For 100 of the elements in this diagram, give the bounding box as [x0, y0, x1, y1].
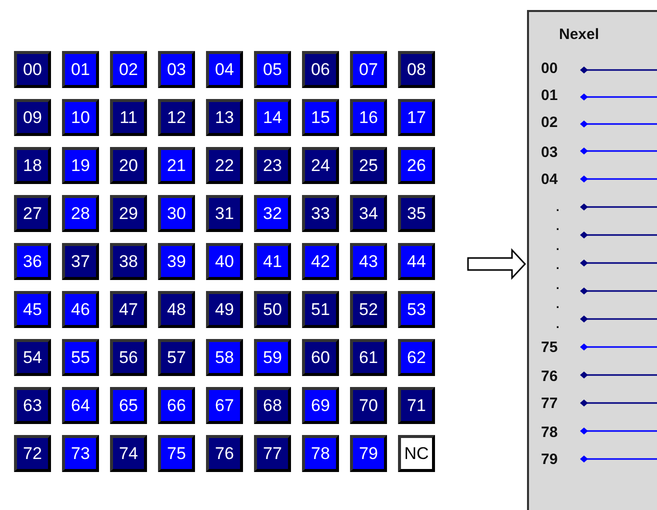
pixel-tile: 43 [350, 243, 387, 280]
pixel-tile: 39 [158, 243, 195, 280]
pixel-tile: 05 [254, 51, 291, 88]
pixel-tile: 66 [158, 387, 195, 424]
pixel-tile: 69 [302, 387, 339, 424]
pixel-tile: 41 [254, 243, 291, 280]
pin-number: 79 [541, 451, 558, 468]
pixel-tile: 75 [158, 435, 195, 472]
pixel-tile: 27 [14, 195, 51, 232]
pin-number: 75 [541, 339, 558, 356]
pixel-tile: 54 [14, 339, 51, 376]
hollow-arrow [467, 248, 526, 280]
pixel-tile: 02 [110, 51, 147, 88]
pixel-tile: 01 [62, 51, 99, 88]
pixel-tile: 47 [110, 291, 147, 328]
ellipsis-dot: . [556, 297, 560, 311]
ellipsis-dot: . [556, 317, 560, 331]
pixel-tile: 17 [398, 99, 435, 136]
pin-number: 78 [541, 424, 558, 441]
pixel-tile: 11 [110, 99, 147, 136]
pixel-tile: 52 [350, 291, 387, 328]
pixel-tile: 55 [62, 339, 99, 376]
pixel-tile: 09 [14, 99, 51, 136]
pixel-tile: 26 [398, 147, 435, 184]
ellipsis-dot: . [556, 239, 560, 253]
pixel-tile: 23 [254, 147, 291, 184]
pixel-tile: 18 [14, 147, 51, 184]
pixel-tile: 74 [110, 435, 147, 472]
pixel-tile: 59 [254, 339, 291, 376]
pixel-tile: 28 [62, 195, 99, 232]
ellipsis-dot: . [556, 200, 560, 214]
pixel-tile: 34 [350, 195, 387, 232]
pixel-tile: 71 [398, 387, 435, 424]
pixel-tile: 15 [302, 99, 339, 136]
pixel-tile: 21 [158, 147, 195, 184]
pixel-tile: 51 [302, 291, 339, 328]
pixel-tile: 49 [206, 291, 243, 328]
pixel-tile: 57 [158, 339, 195, 376]
ellipsis-dot: . [556, 258, 560, 272]
pixel-tile: 37 [62, 243, 99, 280]
pixel-tile: 76 [206, 435, 243, 472]
pin-number: 01 [541, 87, 558, 104]
pin-number: 00 [541, 60, 558, 77]
pixel-tile: 00 [14, 51, 51, 88]
pixel-tile: 61 [350, 339, 387, 376]
pixel-tile: 65 [110, 387, 147, 424]
pixel-tile: 08 [398, 51, 435, 88]
pixel-tile: 44 [398, 243, 435, 280]
panel-title: Nexel [559, 26, 600, 43]
pixel-tile: 31 [206, 195, 243, 232]
pixel-tile: 33 [302, 195, 339, 232]
pixel-tile: 78 [302, 435, 339, 472]
pin-number: 76 [541, 368, 558, 385]
pixel-tile: 30 [158, 195, 195, 232]
pixel-tile: 22 [206, 147, 243, 184]
pixel-tile: 03 [158, 51, 195, 88]
pixel-tile: 16 [350, 99, 387, 136]
pixel-tile: 19 [62, 147, 99, 184]
pin-number: 77 [541, 395, 558, 412]
pixel-tile: 72 [14, 435, 51, 472]
pixel-tile: 73 [62, 435, 99, 472]
pixel-tile: 38 [110, 243, 147, 280]
pin-number: 03 [541, 144, 558, 161]
pixel-tile: 64 [62, 387, 99, 424]
pixel-tile: 42 [302, 243, 339, 280]
pixel-tile: 14 [254, 99, 291, 136]
pixel-tile: 70 [350, 387, 387, 424]
pixel-tile: 35 [398, 195, 435, 232]
pixel-tile: 68 [254, 387, 291, 424]
pixel-tile: 53 [398, 291, 435, 328]
pixel-tile: 24 [302, 147, 339, 184]
pixel-tile: 50 [254, 291, 291, 328]
pixel-tile: 10 [62, 99, 99, 136]
pixel-tile: 13 [206, 99, 243, 136]
pixel-tile: 25 [350, 147, 387, 184]
pixel-tile: 56 [110, 339, 147, 376]
pixel-tile: 58 [206, 339, 243, 376]
pixel-tile: 63 [14, 387, 51, 424]
pixel-tile: 32 [254, 195, 291, 232]
pixel-tile: 79 [350, 435, 387, 472]
pixel-tile: 48 [158, 291, 195, 328]
pixel-tile: 29 [110, 195, 147, 232]
panel [527, 10, 657, 510]
pixel-tile: 46 [62, 291, 99, 328]
pixel-tile: 20 [110, 147, 147, 184]
pixel-tile: 12 [158, 99, 195, 136]
ellipsis-dot: . [556, 219, 560, 233]
pin-number: 02 [541, 114, 558, 131]
ellipsis-dot: . [556, 278, 560, 292]
pixel-tile: 60 [302, 339, 339, 376]
pixel-tile: 04 [206, 51, 243, 88]
pixel-tile: 06 [302, 51, 339, 88]
pin-number: 04 [541, 171, 558, 188]
pixel-tile: 40 [206, 243, 243, 280]
pixel-tile: 36 [14, 243, 51, 280]
pixel-tile: 67 [206, 387, 243, 424]
pixel-tile: 45 [14, 291, 51, 328]
pixel-tile: 77 [254, 435, 291, 472]
pixel-tile: NC [398, 435, 435, 472]
pixel-tile: 07 [350, 51, 387, 88]
